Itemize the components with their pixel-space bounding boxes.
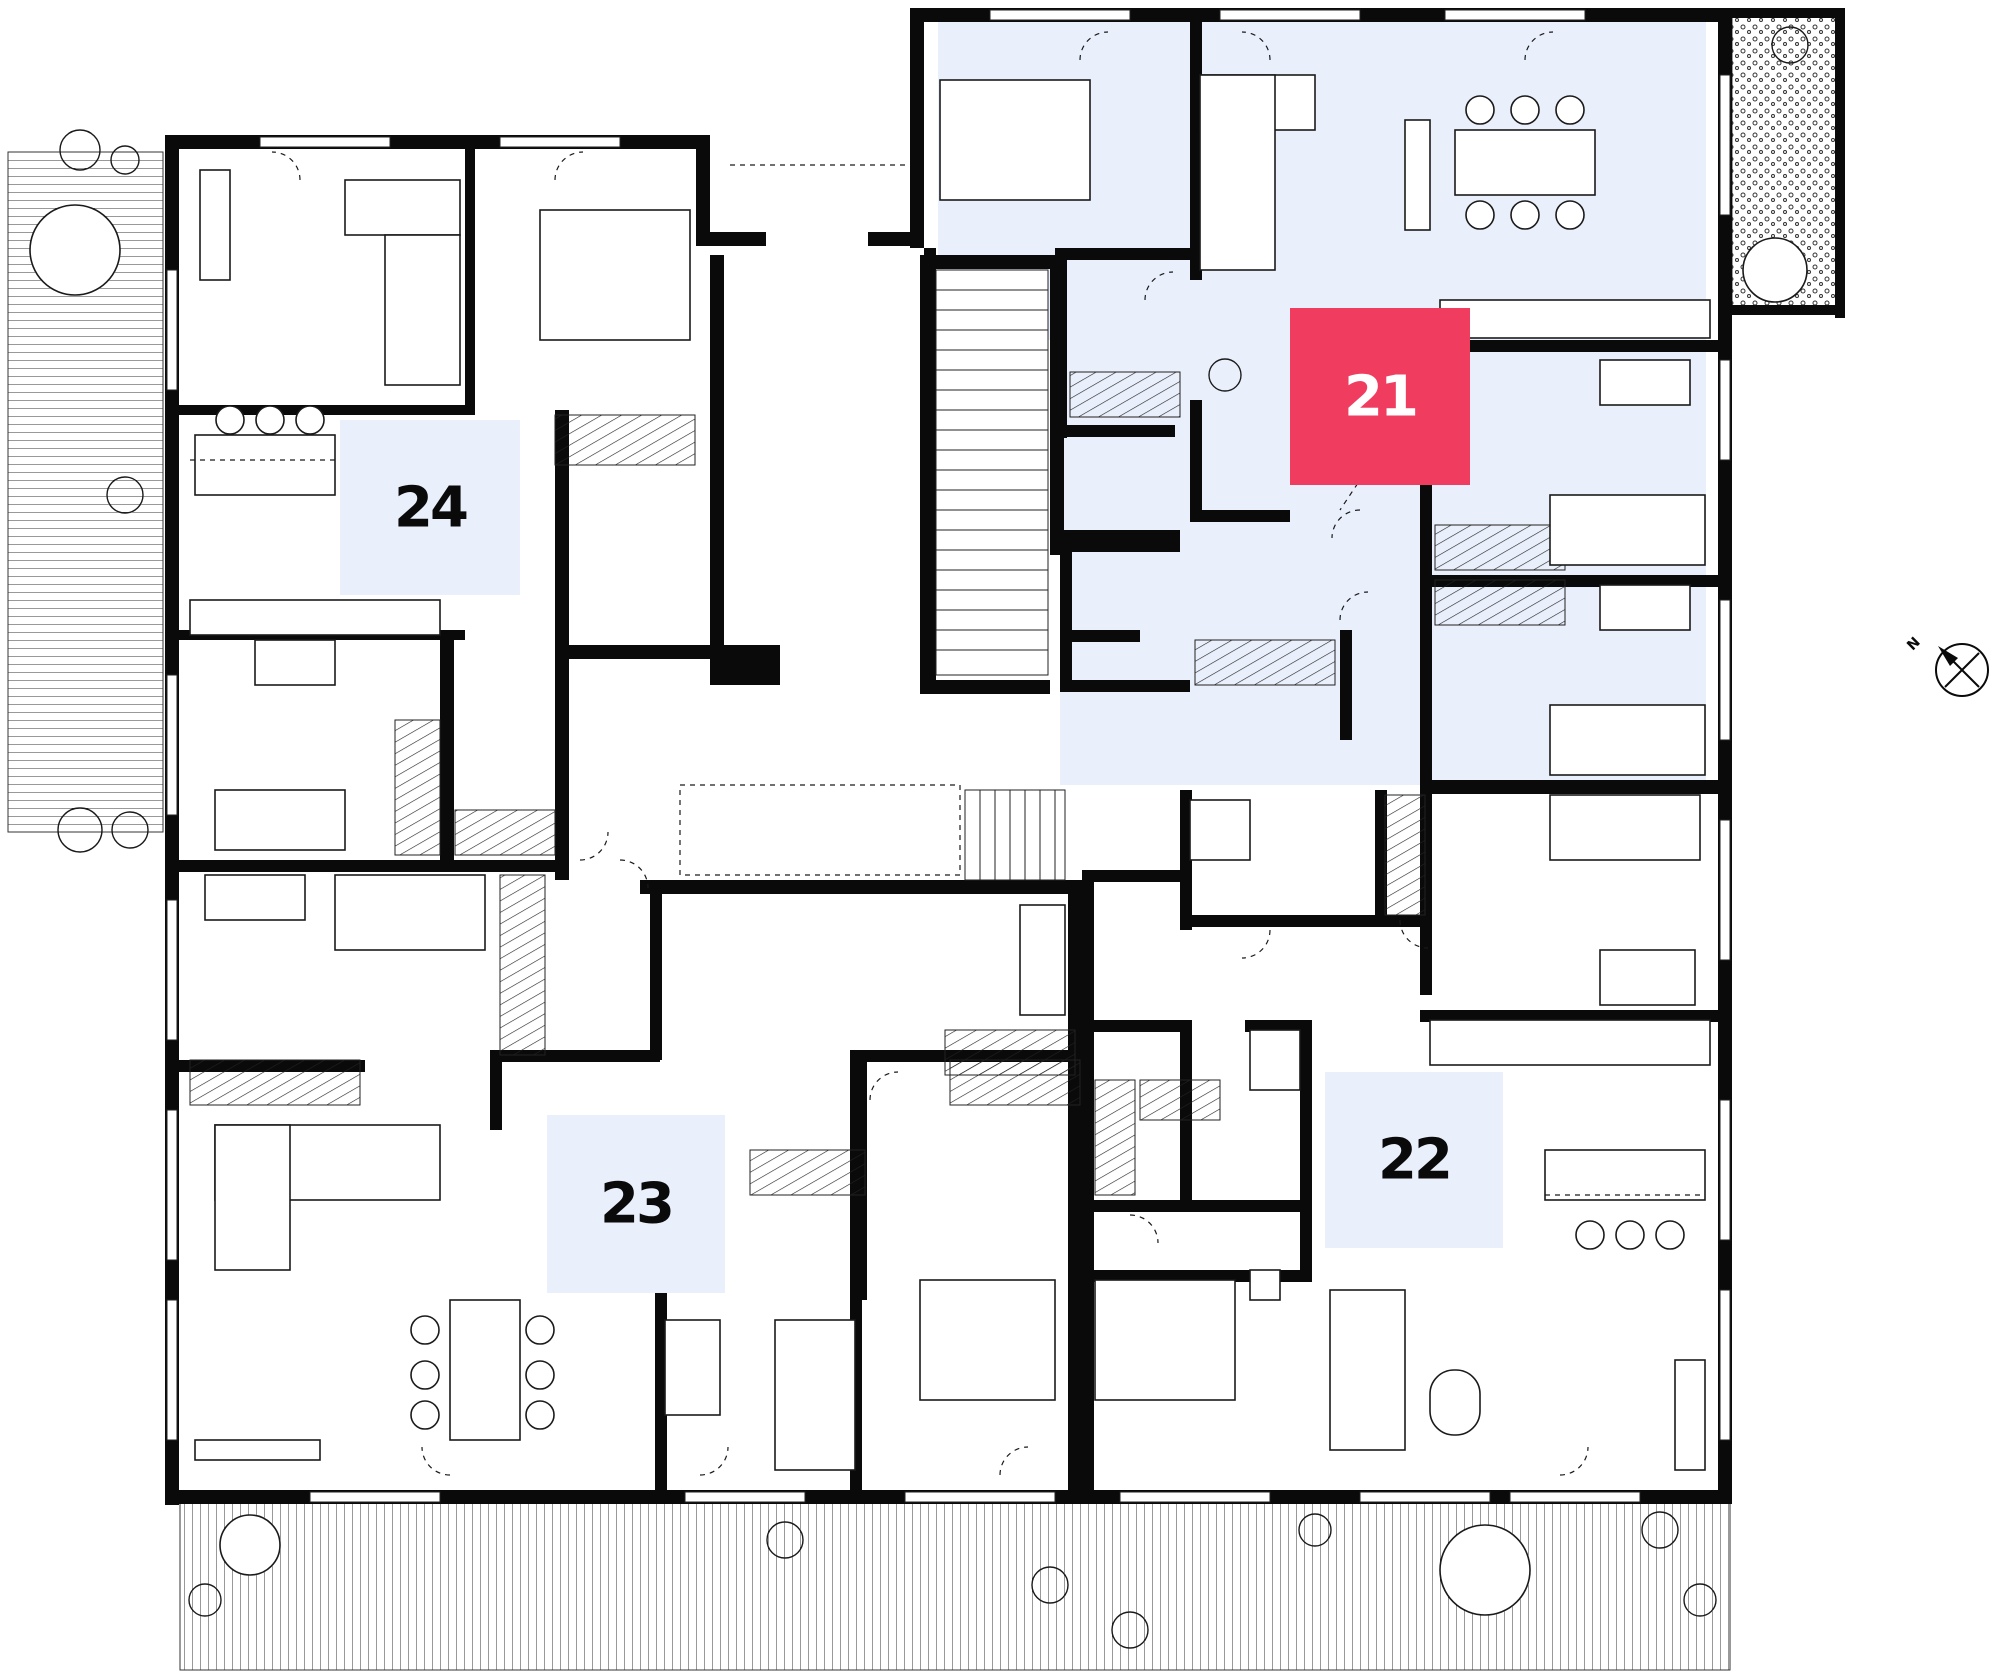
compass-icon: N <box>1904 634 1989 697</box>
apartment-label-21[interactable]: 21 <box>1290 308 1470 485</box>
apartment-label-22[interactable]: 22 <box>1325 1072 1503 1248</box>
staircase <box>679 269 1066 881</box>
apartment-number: 22 <box>1378 1128 1450 1193</box>
furniture <box>189 74 1711 1471</box>
wardrobes <box>189 371 1566 1196</box>
north-label: N <box>1904 634 1924 654</box>
apartment-number: 24 <box>394 476 467 541</box>
door-swings <box>271 31 1589 1476</box>
apartment-label-24[interactable]: 24 <box>340 420 520 595</box>
plants <box>57 26 1809 1649</box>
windows <box>166 9 1731 1503</box>
apartment-number: 23 <box>600 1172 672 1237</box>
chairs <box>29 95 1808 1616</box>
apartment-number: 21 <box>1344 365 1416 430</box>
apartment-label-23[interactable]: 23 <box>547 1115 725 1293</box>
